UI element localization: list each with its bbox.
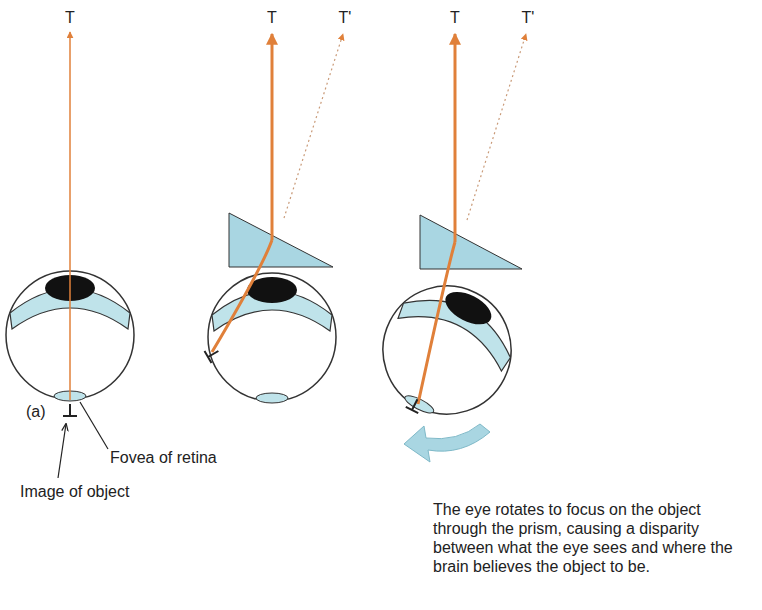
part-label: Fovea of retina (110, 448, 217, 467)
eye (360, 264, 533, 438)
leader-line (80, 402, 108, 449)
refracted-ray (212, 240, 272, 352)
eye (208, 273, 336, 403)
object-image (205, 345, 222, 363)
prism (420, 215, 522, 269)
apparent-direction (284, 34, 343, 218)
caption-note: The eye rotates to focus on the object t… (433, 500, 733, 576)
panel-label: (a) (26, 402, 46, 421)
light-ray (271, 34, 274, 240)
object-image (63, 404, 77, 416)
target-label: T (450, 8, 460, 27)
target-label: T (267, 8, 277, 27)
apparent-direction (467, 34, 526, 220)
object-image (406, 396, 424, 413)
apparent-target-label: T' (522, 8, 535, 27)
part-label: Image of object (20, 482, 129, 501)
rotation-arrow (404, 424, 490, 462)
light-ray (69, 32, 71, 400)
light-ray (454, 34, 457, 242)
target-label: T (65, 8, 75, 27)
prism (229, 213, 333, 267)
refracted-ray (418, 242, 455, 404)
apparent-target-label: T' (339, 8, 352, 27)
leader-arrow (58, 424, 66, 478)
